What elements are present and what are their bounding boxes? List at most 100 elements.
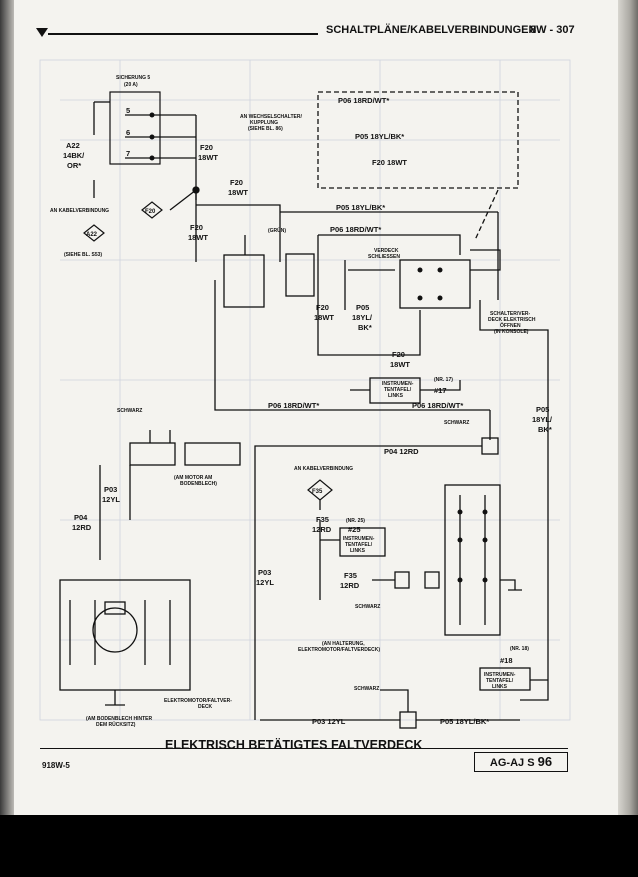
label-schwarz1: SCHWARZ [117,408,142,414]
label-f35a-2: 12RD [312,525,332,534]
header-rule [48,33,318,35]
bleed-through-pattern [39,59,571,721]
label-p06-top: P06 18RD/WT* [330,225,381,234]
label-f35-tag: F35 [312,489,323,495]
label-p06-m1: P06 18RD/WT* [268,401,319,410]
page-edge-shadow [618,0,638,815]
label-n18: #18 [500,656,513,665]
footer-right-box: AG-AJ S 96 [474,752,568,772]
label-motor-bd-2: BODENBLECH) [180,481,217,487]
label-instr1-3: LINKS [388,393,404,399]
label-kabelverb2: AN KABELVERBINDUNG [294,466,353,472]
label-schalter-3: ÖFFNEN [500,322,521,329]
label-instr3-3: LINKS [492,684,508,690]
label-f20e-2: 18WT [390,360,410,369]
label-wechsel-2: KUPPLUNG [250,120,278,126]
label-nr17: (NR. 17) [434,377,453,383]
label-n17: #17 [434,386,447,395]
label-schwarz2: SCHWARZ [444,420,469,426]
label-p05-b: P05 18YL/BK* [440,717,489,726]
label-instr3-2: TENTAFEL/ [486,678,514,684]
label-p05-m2: 18YL/ [352,313,373,322]
label-f35b-2: 12RD [340,581,360,590]
label-kabelverb: AN KABELVERBINDUNG [50,208,109,214]
label-p05-r3: BK* [538,425,552,434]
f20-tag-shape [141,201,163,219]
label-schalter-4: (IN KONSOLE) [494,329,529,335]
label-gruen: (GRÜN) [268,227,286,234]
label-a22-w2: 14BK/ [63,151,85,160]
label-schalter-2: DECK ELEKTRISCH [488,317,536,323]
label-f20d-1: F20 [316,303,329,312]
label-schwarz4: SCHWARZ [354,686,379,692]
label-p05-top: P05 18YL/BK* [336,203,385,212]
label-sicherung-a: (20 A) [124,82,138,88]
label-p06-m2: P06 18RD/WT* [412,401,463,410]
header-title: SCHALTPLÄNE/KABELVERBINDUNGEN [326,24,537,36]
label-p03-l2: 12YL [102,495,120,504]
label-elektro-1: ELEKTROMOTOR/FALTVER- [164,698,232,704]
label-wechsel-1: AN WECHSELSCHALTER/ [240,114,302,120]
label-p04-l1: P04 [74,513,88,522]
wires [59,91,549,729]
f35-tag-shape [307,479,333,501]
label-elektro-2: DECK [198,704,213,710]
label-p05-r1: P05 [536,405,549,414]
footer-right-prefix: AG-AJ S [489,757,535,769]
label-p03-m2: 12YL [256,578,274,587]
label-f20d-2: 18WT [314,313,334,322]
diagram-labels: SICHERUNG 5 (20 A) 5 6 7 A22 14BK/ OR* A… [50,75,553,728]
label-sw-p05: P05 18YL/BK* [355,132,404,141]
label-pin5: 5 [126,106,130,115]
label-a22-tag: A22 [86,232,98,238]
label-nr18: (NR. 18) [510,646,529,652]
label-f20-tag: F20 [145,209,156,215]
label-a22-w1: A22 [66,141,80,150]
label-p03-m1: P03 [258,568,271,577]
label-sicherung: SICHERUNG 5 [116,75,150,81]
footer-right-number: 96 [537,754,553,769]
label-pin7: 7 [126,149,130,158]
label-f20c-2: 18WT [188,233,208,242]
label-instr1-1: INSTRUMEN- [382,381,414,387]
label-instr3-1: INSTRUMEN- [484,672,516,678]
tag-shapes [83,201,333,501]
label-verdeck-2: SCHLIESSEN [368,254,400,260]
label-bodenbl-1: (AM BODENBLECH HINTER [86,716,152,722]
label-p04-r: P04 12RD [384,447,419,456]
label-halter-1: (AN HALTERUNG, [322,641,365,647]
footer-left-code: 918W-5 [42,761,70,770]
label-schwarz3: SCHWARZ [355,604,380,610]
label-p03-b: P03 12YL [312,717,346,726]
label-halter-2: ELEKTROMOTOR/FALTVERDECK) [298,647,380,653]
label-f20c-1: F20 [190,223,203,232]
label-sw-f20: F20 18WT [372,158,407,167]
label-instr2-3: LINKS [350,548,366,554]
label-f35a-1: F35 [316,515,329,524]
label-f20b-1: F20 [230,178,243,187]
manual-page: SCHALTPLÄNE/KABELVERBINDUNGEN 8W - 307 [0,0,618,815]
label-f20a-2: 18WT [198,153,218,162]
label-p05-r2: 18YL/ [532,415,553,424]
label-p05-m3: BK* [358,323,372,332]
splice-dots [149,112,488,583]
label-schalter-1: SCHALTER/VER- [490,311,531,317]
label-p05-m1: P05 [356,303,369,312]
label-pin6: 6 [126,128,130,137]
a22-tag-shape [83,224,105,242]
label-siehe53: (SIEHE BL. S53) [64,252,102,258]
label-f35b-1: F35 [344,571,357,580]
label-instr1-2: TENTAFEL/ [384,387,412,393]
label-nr25: (NR. 25) [346,518,365,524]
label-instr2-2: TENTAFEL/ [345,542,373,548]
label-p03-l1: P03 [104,485,117,494]
label-bodenbl-2: DEM RÜCKSITZ) [96,721,136,728]
binding-shadow [0,0,14,815]
label-wechsel-3: (SIEHE BL. 86) [248,126,283,132]
header-page-number: 8W - 307 [530,24,575,36]
label-instr2-1: INSTRUMEN- [343,536,375,542]
label-motor-bd-1: (AM MOTOR AM [174,475,212,481]
section-marker-icon [36,28,48,37]
footer-rule [40,748,568,749]
label-n25: #25 [348,525,361,534]
